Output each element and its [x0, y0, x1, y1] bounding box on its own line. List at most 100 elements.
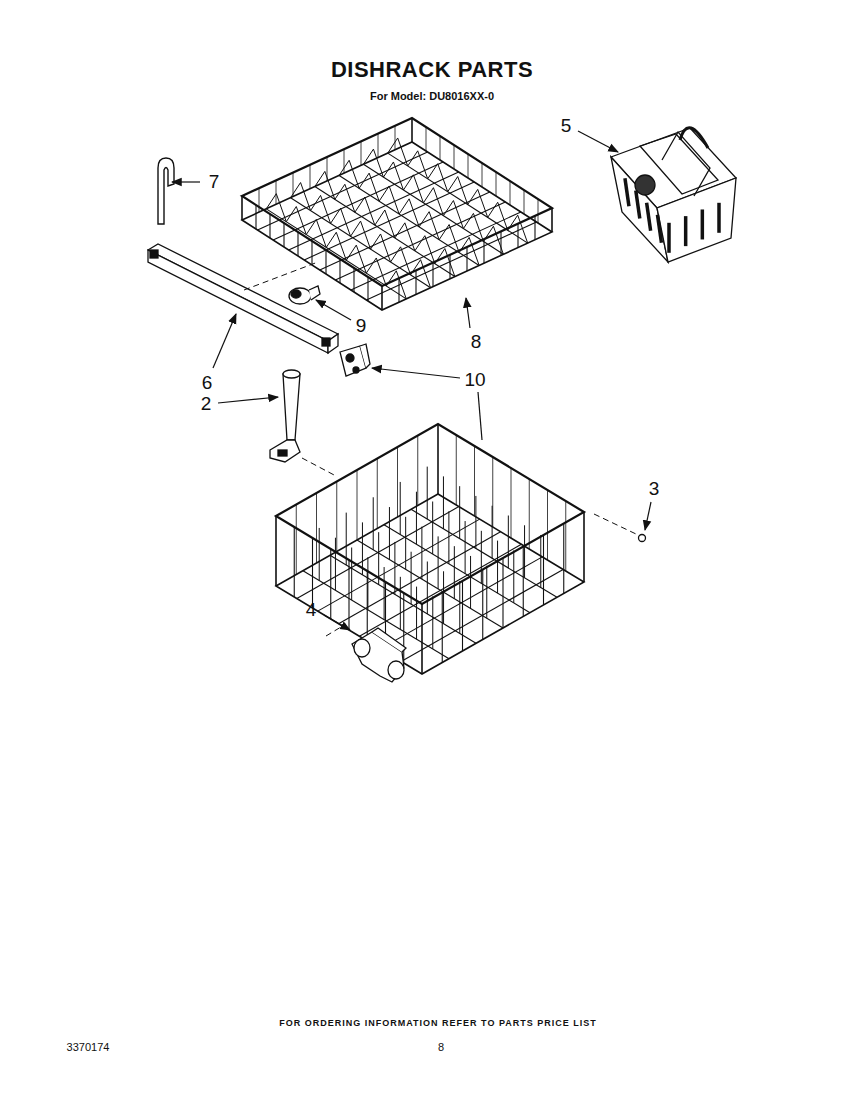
model-label: For Model: DU8016XX-0 [370, 90, 494, 102]
callout-number: 10 [464, 369, 485, 391]
wire [394, 542, 395, 595]
wire [401, 569, 563, 661]
wire [273, 162, 443, 240]
wire [583, 512, 585, 582]
wire [405, 517, 406, 570]
wire [312, 538, 313, 608]
wire [449, 255, 450, 279]
wire [258, 152, 428, 230]
wire [310, 165, 311, 189]
callout-number: 9 [356, 315, 367, 337]
wire [462, 581, 463, 651]
wire [335, 538, 336, 591]
document-number: 3370174 [67, 1041, 110, 1053]
callout-number: 4 [306, 599, 317, 621]
wire [351, 548, 352, 601]
wire [421, 527, 422, 580]
wire [415, 270, 416, 294]
rack-rim [276, 494, 584, 674]
wire [362, 522, 363, 575]
wire [508, 516, 509, 569]
wire [448, 511, 449, 564]
title: DISHRACK PARTS [331, 57, 533, 83]
wire [400, 482, 401, 535]
wire [395, 126, 396, 150]
wire [275, 516, 277, 586]
wire [442, 593, 443, 663]
wire [511, 468, 512, 538]
wire [411, 552, 412, 605]
wire [667, 223, 671, 253]
wire [432, 263, 433, 287]
wire [339, 259, 340, 283]
wire [380, 557, 542, 649]
wire [565, 501, 566, 571]
rail-clip [158, 158, 174, 224]
wire [540, 535, 541, 588]
rack-stop [289, 286, 320, 304]
wire [470, 556, 471, 609]
wire [378, 532, 379, 585]
wire [483, 239, 484, 263]
footer-note: FOR ORDERING INFORMATION REFER TO PARTS … [279, 1018, 597, 1028]
wire [398, 278, 399, 302]
leader-lines [172, 131, 651, 630]
wire [465, 521, 466, 574]
wire [330, 549, 331, 619]
assembly-lines [244, 262, 636, 636]
rack-drawing [242, 118, 584, 674]
wire [416, 492, 417, 545]
wire [454, 546, 455, 599]
wire [684, 216, 688, 246]
wire [426, 127, 427, 151]
wire [440, 136, 441, 160]
wire [361, 141, 362, 165]
wire [389, 507, 390, 560]
wire [474, 446, 475, 516]
wire [547, 490, 548, 560]
callout-number: 8 [471, 331, 482, 353]
wire [259, 188, 260, 212]
wire [543, 535, 544, 605]
wire [647, 203, 651, 231]
wire [443, 571, 444, 624]
wire [241, 196, 243, 220]
wire [378, 134, 379, 158]
wire [373, 497, 374, 550]
wire [468, 154, 469, 178]
wire [657, 215, 661, 243]
wire [353, 268, 354, 292]
wire [416, 587, 417, 640]
cap [639, 535, 646, 542]
wire [625, 178, 629, 206]
wire [538, 199, 539, 223]
wire [397, 447, 398, 517]
wire [513, 550, 514, 603]
wire [492, 506, 493, 559]
wire [636, 190, 640, 218]
callout-number: 6 [202, 372, 213, 394]
wire [316, 493, 317, 563]
wire [459, 486, 460, 539]
wire [255, 205, 256, 229]
wire [283, 223, 284, 247]
rack-rim [242, 142, 552, 310]
wire [367, 277, 368, 301]
wire [411, 118, 413, 142]
wire [496, 172, 497, 196]
wire [524, 525, 525, 578]
silverware-basket [611, 128, 736, 262]
basket-slots [625, 178, 719, 253]
wire [432, 596, 433, 649]
wire [344, 149, 345, 173]
rack-rim [276, 424, 584, 604]
wire [482, 163, 483, 187]
wire [523, 547, 524, 617]
wire [336, 482, 337, 552]
wire [459, 581, 460, 634]
wire [438, 536, 439, 589]
wire [524, 190, 525, 214]
wire [443, 476, 444, 529]
callout-number: 3 [649, 478, 660, 500]
